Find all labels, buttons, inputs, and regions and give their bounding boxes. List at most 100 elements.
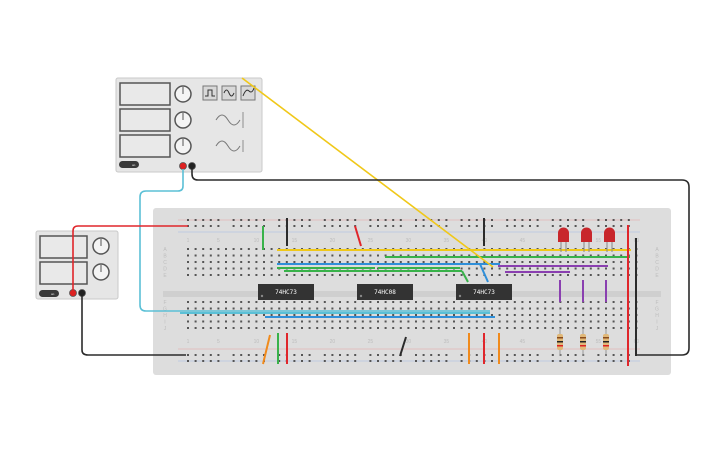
breadboard-hole[interactable] (582, 320, 585, 323)
breadboard-hole[interactable] (247, 254, 250, 257)
breadboard-hole[interactable] (331, 261, 334, 263)
breadboard-hole[interactable] (232, 267, 235, 270)
breadboard-hole[interactable] (521, 301, 524, 303)
breadboard-hole[interactable] (491, 267, 493, 270)
breadboard-hole[interactable] (475, 261, 478, 263)
breadboard-hole[interactable] (445, 274, 448, 276)
breadboard-hole[interactable] (316, 274, 319, 276)
breadboard-hole[interactable] (392, 261, 395, 263)
breadboard-hole[interactable] (194, 225, 197, 227)
resistor-3[interactable] (603, 328, 609, 356)
breadboard-hole[interactable] (605, 274, 607, 276)
breadboard-hole[interactable] (323, 301, 326, 303)
breadboard-hole[interactable] (369, 320, 372, 323)
breadboard-hole[interactable] (316, 314, 319, 316)
breadboard-hole[interactable] (354, 307, 357, 310)
breadboard-hole[interactable] (392, 274, 395, 276)
breadboard-hole[interactable] (437, 327, 440, 329)
breadboard-hole[interactable] (437, 254, 440, 257)
breadboard-hole[interactable] (384, 314, 387, 316)
breadboard-hole[interactable] (247, 248, 250, 250)
breadboard-hole[interactable] (240, 327, 243, 329)
breadboard-hole[interactable] (597, 219, 600, 221)
breadboard-hole[interactable] (232, 354, 235, 356)
breadboard-hole[interactable] (460, 225, 463, 227)
breadboard-hole[interactable] (354, 327, 357, 329)
breadboard-hole[interactable] (225, 261, 227, 263)
breadboard-hole[interactable] (437, 307, 440, 310)
breadboard-hole[interactable] (263, 219, 265, 221)
breadboard-hole[interactable] (597, 261, 600, 263)
breadboard-hole[interactable] (217, 301, 220, 303)
breadboard-hole[interactable] (521, 320, 524, 323)
jumpers[interactable] (262, 218, 637, 366)
breadboard-hole[interactable] (620, 301, 623, 303)
breadboard-hole[interactable] (415, 261, 417, 263)
breadboard-hole[interactable] (521, 267, 524, 270)
led-2[interactable] (581, 227, 592, 253)
breadboard-hole[interactable] (217, 225, 220, 227)
breadboard-hole[interactable] (430, 320, 433, 323)
breadboard-hole[interactable] (316, 320, 319, 323)
breadboard-hole[interactable] (620, 327, 623, 329)
breadboard-hole[interactable] (589, 314, 592, 316)
breadboard-hole[interactable] (187, 360, 189, 362)
breadboard-hole[interactable] (513, 320, 516, 323)
breadboard-hole[interactable] (263, 314, 265, 316)
breadboard-hole[interactable] (445, 261, 448, 263)
breadboard-hole[interactable] (529, 301, 531, 303)
breadboard-hole[interactable] (308, 254, 311, 257)
breadboard-hole[interactable] (574, 274, 577, 276)
breadboard-hole[interactable] (491, 301, 493, 303)
breadboard-hole[interactable] (399, 225, 402, 227)
breadboard-hole[interactable] (415, 301, 417, 303)
breadboard-hole[interactable] (308, 314, 311, 316)
breadboard-hole[interactable] (209, 307, 212, 310)
breadboard-hole[interactable] (513, 225, 516, 227)
breadboard-hole[interactable] (422, 360, 425, 362)
breadboard-hole[interactable] (354, 354, 357, 356)
breadboard-hole[interactable] (285, 261, 288, 263)
breadboard-hole[interactable] (384, 354, 387, 356)
breadboard-hole[interactable] (384, 307, 387, 310)
breadboard-hole[interactable] (430, 301, 433, 303)
breadboard-hole[interactable] (354, 320, 357, 323)
breadboard-hole[interactable] (559, 254, 562, 257)
square-wave-button[interactable] (202, 85, 218, 101)
breadboard-hole[interactable] (232, 314, 235, 316)
breadboard-hole[interactable] (392, 301, 395, 303)
breadboard-hole[interactable] (483, 301, 486, 303)
breadboard-hole[interactable] (301, 219, 303, 221)
breadboard-hole[interactable] (498, 301, 501, 303)
breadboard-hole[interactable] (597, 360, 600, 362)
breadboard-hole[interactable] (521, 254, 524, 257)
breadboard-hole[interactable] (194, 360, 197, 362)
breadboard-hole[interactable] (498, 327, 501, 329)
breadboard-hole[interactable] (202, 307, 205, 310)
power-supply-ground-cable[interactable] (81, 296, 186, 356)
breadboard-hole[interactable] (301, 274, 303, 276)
breadboard-hole[interactable] (521, 307, 524, 310)
breadboard-hole[interactable] (468, 219, 471, 221)
breadboard-hole[interactable] (605, 254, 607, 257)
breadboard-hole[interactable] (209, 225, 212, 227)
breadboard-hole[interactable] (536, 327, 539, 329)
breadboard-hole[interactable] (551, 261, 554, 263)
breadboard-hole[interactable] (293, 274, 296, 276)
breadboard-hole[interactable] (225, 327, 227, 329)
breadboard-hole[interactable] (331, 327, 334, 329)
breadboard-hole[interactable] (217, 219, 220, 221)
resistors[interactable] (557, 328, 609, 356)
breadboard-hole[interactable] (612, 360, 615, 362)
breadboard-hole[interactable] (187, 354, 189, 356)
breadboard-hole[interactable] (612, 225, 615, 227)
breadboard-hole[interactable] (399, 219, 402, 221)
breadboard-hole[interactable] (255, 254, 258, 257)
breadboard-hole[interactable] (323, 320, 326, 323)
breadboard-hole[interactable] (278, 314, 281, 316)
breadboard-hole[interactable] (323, 274, 326, 276)
breadboard-hole[interactable] (346, 254, 349, 257)
breadboard-hole[interactable] (491, 314, 493, 316)
breadboard-hole[interactable] (308, 274, 311, 276)
